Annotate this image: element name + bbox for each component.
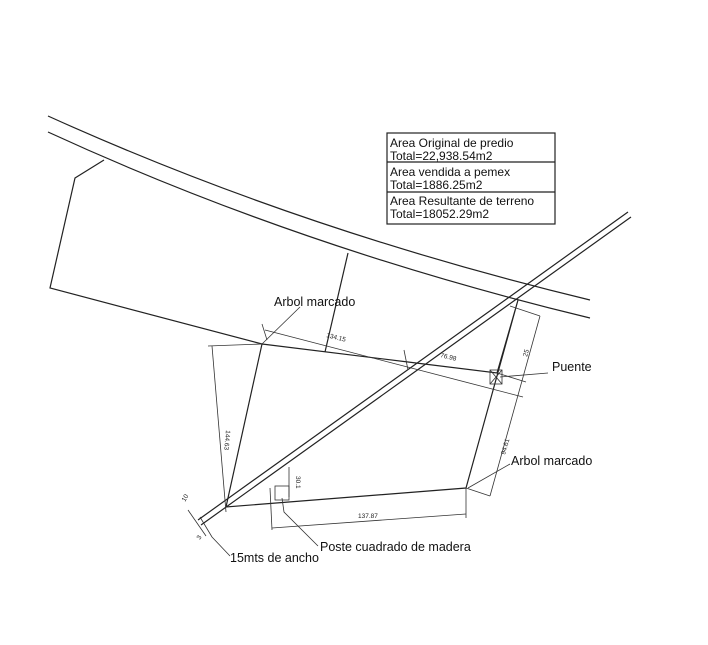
dim-tick-right-b	[465, 487, 491, 497]
label-bridge: Puente	[552, 360, 592, 374]
label-width: 15mts de ancho	[230, 551, 319, 565]
dim-left: 144.63	[222, 430, 231, 451]
pemex-row-line-2	[200, 216, 632, 526]
dim-bottom: 137.87	[358, 513, 378, 520]
dim-row-width-top: 10	[181, 493, 191, 503]
dim-line-right	[489, 315, 541, 497]
dim-row-width-bottom: 3	[196, 534, 204, 541]
label-post: Poste cuadrado de madera	[320, 540, 471, 554]
dim-tick-top-a	[261, 323, 268, 341]
leader-tree-top	[261, 306, 301, 345]
label-tree-right: Arbol marcado	[511, 454, 592, 468]
area-original-value: Total=22,938.54m2	[390, 149, 493, 163]
area-sold-value: Total=1886.25m2	[390, 178, 483, 192]
dim-tick-right-c	[496, 372, 527, 383]
dim-right-upper: 25	[522, 348, 531, 357]
bridge-cross-2	[489, 369, 503, 385]
pemex-row-line-1	[197, 211, 629, 521]
parcel-divider	[324, 252, 349, 353]
dim-line-top	[264, 329, 524, 398]
dim-tick-bottom-a	[269, 487, 273, 531]
dim-tick-top-b	[403, 349, 409, 371]
dim-line-left	[211, 345, 227, 513]
dim-top-left: 134.15	[326, 332, 347, 344]
area-result-label: Area Resultante de terreno	[390, 194, 534, 208]
dim-top-right: 76.98	[440, 352, 458, 363]
dim-right-lower: 94.61	[500, 438, 511, 456]
area-table: Area Original de predio Total=22,938.54m…	[386, 132, 556, 225]
road-edge-north	[47, 115, 591, 301]
area-result-value: Total=18052.29m2	[390, 207, 489, 221]
leader-post	[281, 497, 319, 547]
dim-tick-left-a	[207, 343, 263, 347]
area-original-label: Area Original de predio	[390, 136, 514, 150]
leader-bridge	[499, 372, 549, 378]
dim-tick-right-a	[509, 305, 541, 317]
parcel-upper-boundary	[49, 159, 263, 345]
leader-tree-right	[467, 463, 511, 489]
label-tree-top: Arbol marcado	[274, 295, 355, 309]
dim-line-bottom	[271, 513, 467, 529]
post-marker	[274, 485, 290, 501]
dim-post-offset: 30.1	[294, 476, 301, 489]
area-sold-label: Area vendida a pemex	[390, 165, 510, 179]
leader-width	[199, 516, 231, 557]
road-edge-south	[47, 131, 591, 319]
row-width-arrow	[187, 509, 207, 537]
